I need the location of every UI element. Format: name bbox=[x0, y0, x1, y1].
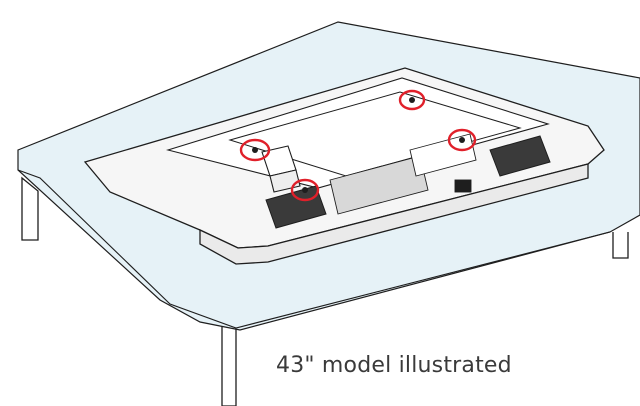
tv-bottom-edge bbox=[199, 163, 589, 265]
screw-hole-left bbox=[239, 138, 271, 162]
tablecloth-fold bbox=[17, 169, 611, 329]
screw-hole-bottom-left bbox=[290, 178, 320, 202]
ribbed-block bbox=[329, 155, 429, 215]
model-caption: 43" model illustrated bbox=[276, 353, 512, 378]
tv-back-panel bbox=[83, 67, 605, 265]
screw-hole-top-right bbox=[398, 89, 426, 111]
speaker-grille-right bbox=[489, 135, 551, 177]
speaker-grilles bbox=[265, 135, 551, 229]
table-leg-back-right bbox=[612, 232, 629, 259]
power-socket bbox=[454, 179, 472, 193]
tv-rear-plate bbox=[228, 91, 522, 177]
table-leg-back-left bbox=[21, 176, 39, 241]
table-legs bbox=[21, 176, 629, 406]
screw-hole-right bbox=[447, 128, 477, 152]
mounting-screw-highlights bbox=[239, 89, 477, 202]
connector-area bbox=[329, 133, 477, 215]
speaker-grille-left bbox=[265, 185, 327, 229]
table-leg-front-left bbox=[221, 319, 237, 406]
tv-inner-recess bbox=[165, 77, 550, 189]
